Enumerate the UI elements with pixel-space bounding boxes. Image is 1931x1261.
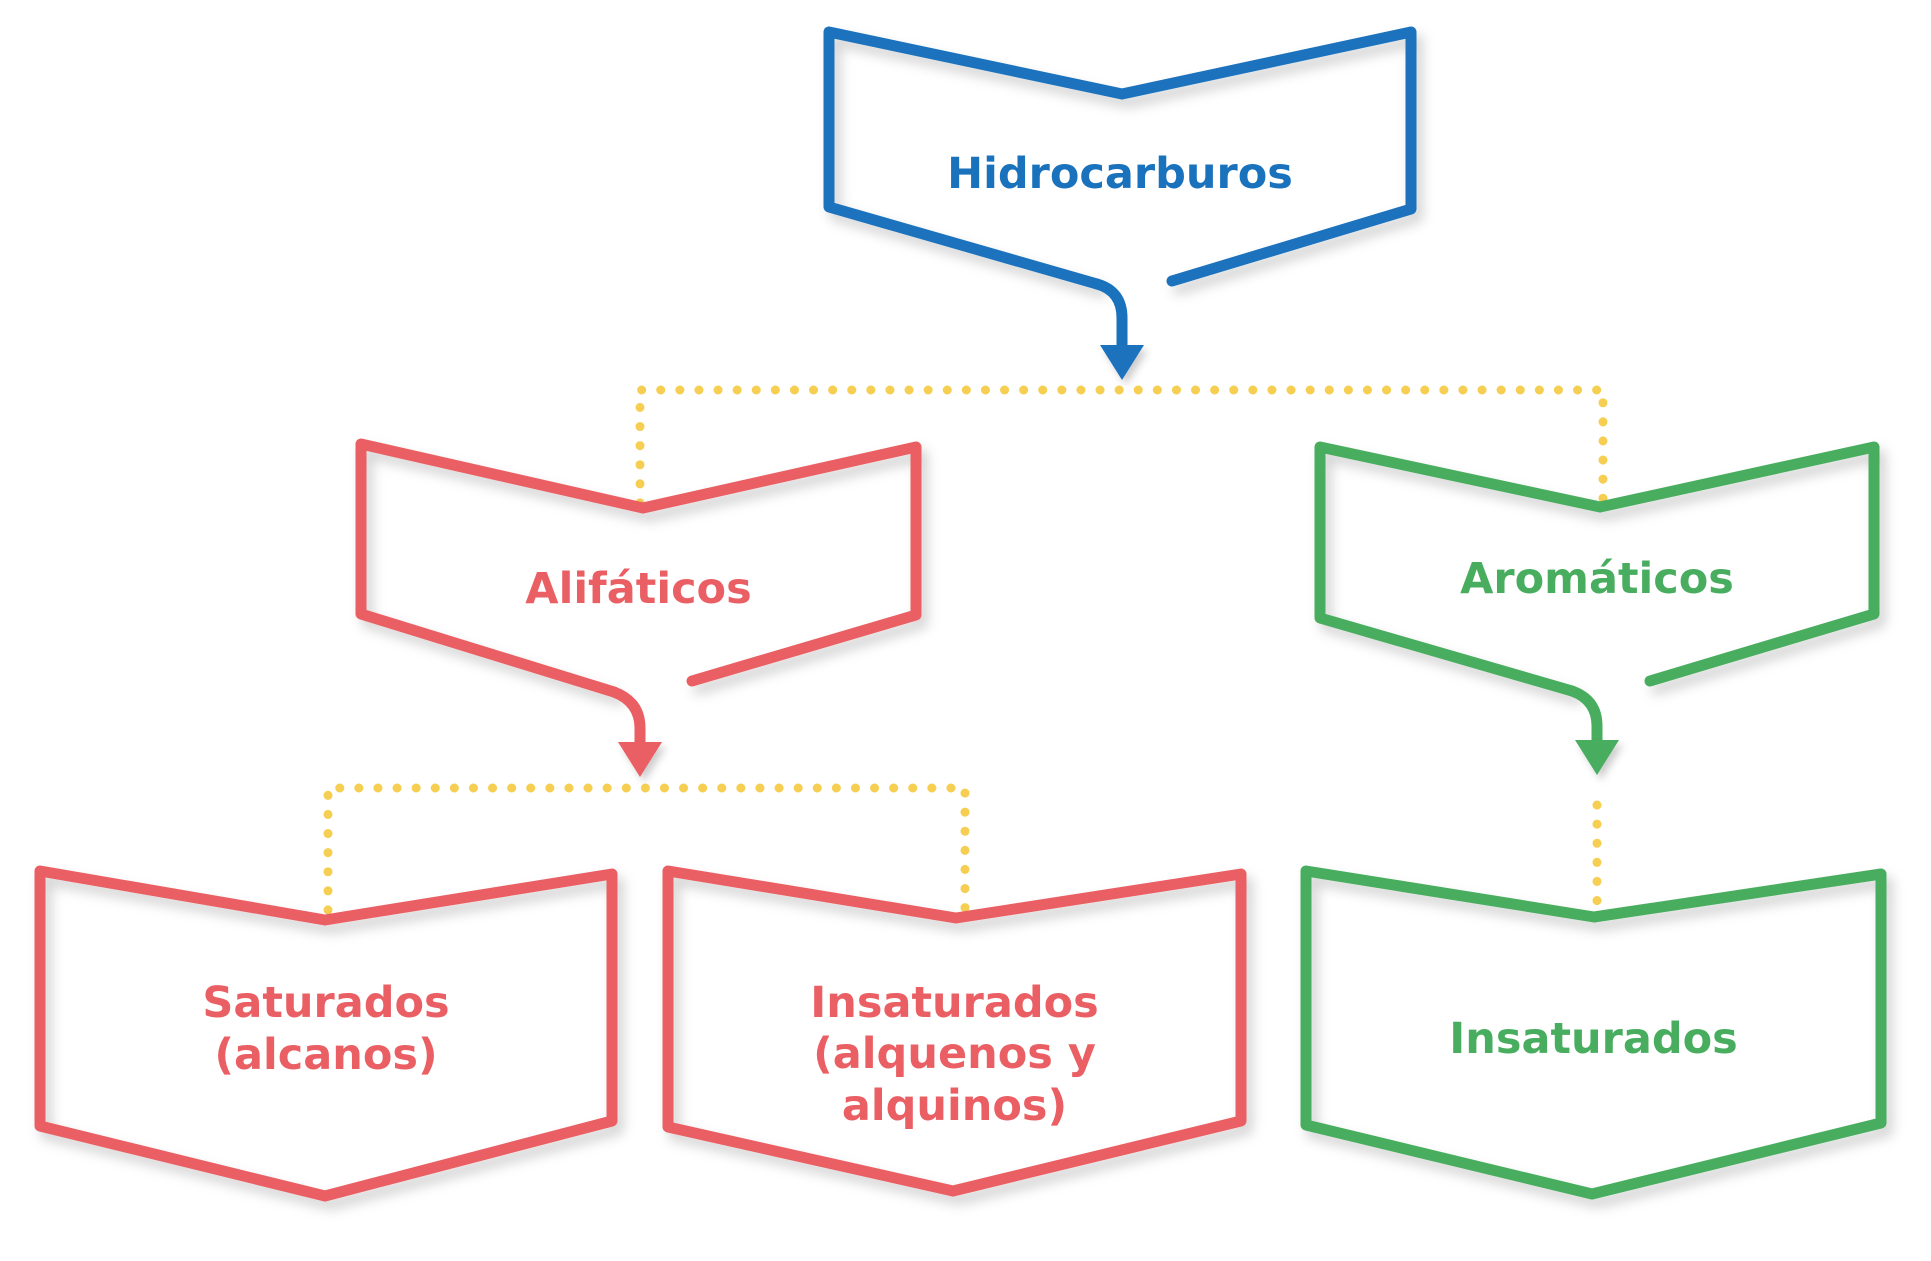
node-aliphatic-outline: [355, 438, 922, 698]
unsaturated-aliphatic-line-3: alquinos): [841, 1080, 1068, 1131]
saturated-line-2: (alcanos): [214, 1030, 438, 1080]
node-aliphatic-label: Alifáticos: [361, 540, 916, 640]
node-aromatic-arrowhead: [1575, 740, 1619, 775]
aliphatic-line-1: Alifáticos: [525, 564, 752, 615]
connector-root-to-level2: [635, 385, 1608, 508]
saturated-line-1: Saturados: [202, 978, 450, 1029]
node-unsaturated-aromatic-text: Insaturados: [1449, 1014, 1738, 1066]
unsaturated-aliphatic-line-1: Insaturados: [810, 977, 1099, 1028]
node-saturated-outline: [34, 865, 618, 1202]
node-root-label: Hidrocarburos: [829, 125, 1411, 225]
node-root-arrow-curve: [1091, 278, 1128, 351]
node-aliphatic-arrowhead: [618, 742, 662, 777]
node-unsaturated-aromatic-label: Insaturados: [1306, 990, 1881, 1090]
node-aliphatic-text: Alifáticos: [525, 564, 751, 616]
node-aliphatic-arrow-curve: [608, 686, 646, 748]
node-unsaturated-aliphatic-outline: [662, 865, 1247, 1197]
node-root-outline: [823, 26, 1417, 290]
node-unsaturated-aromatic-outline: [1300, 865, 1887, 1200]
node-saturated-label: Saturados(alcanos): [40, 960, 612, 1100]
node-aromatic-arrow-curve: [1566, 685, 1603, 746]
node-aromatic: [1314, 441, 1880, 775]
node-root-text: Hidrocarburos: [947, 149, 1293, 201]
node-aromatic-text: Aromáticos: [1460, 554, 1734, 606]
aromatic-line-1: Aromáticos: [1460, 554, 1734, 605]
unsaturated-aliphatic-line-2: (alquenos y: [813, 1029, 1096, 1080]
node-saturated-text: Saturados(alcanos): [202, 978, 449, 1081]
node-root-arrowhead: [1100, 345, 1144, 380]
node-root: [823, 26, 1417, 380]
node-aromatic-label: Aromáticos: [1320, 530, 1874, 630]
root-line-1: Hidrocarburos: [947, 149, 1293, 200]
connector-aliphatic-to-level3: [323, 783, 970, 915]
node-aromatic-outline: [1314, 441, 1880, 697]
node-aliphatic: [355, 438, 922, 777]
unsaturated-aromatic-line-1: Insaturados: [1449, 1014, 1738, 1065]
